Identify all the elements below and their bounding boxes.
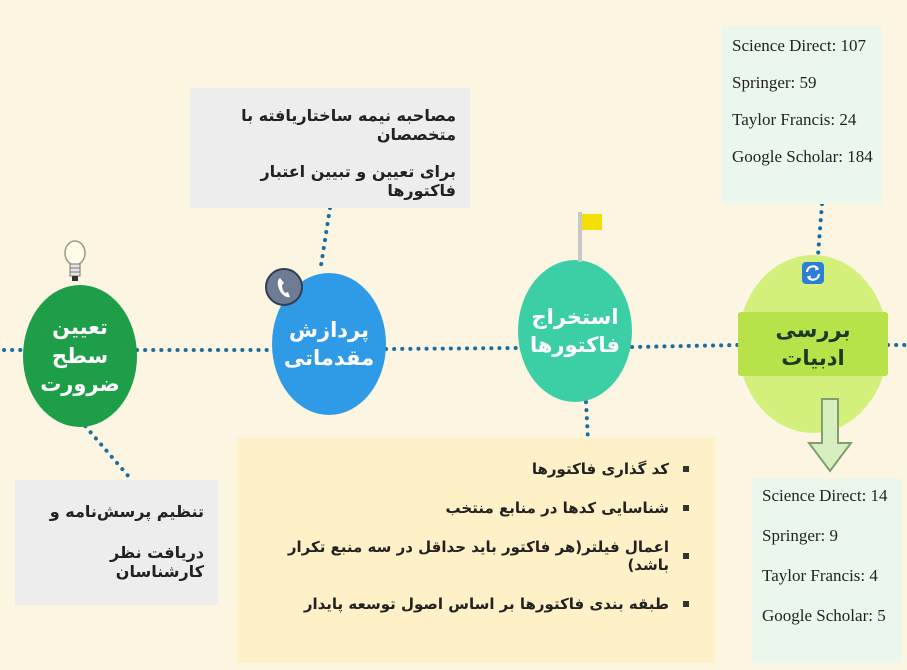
node-review[interactable]: بررسی ادبیات xyxy=(738,255,888,433)
steps-item-text: شناسایی کدها در منابع منتخب xyxy=(445,499,669,517)
connector-interview xyxy=(318,206,332,274)
steps-item-text: اعمال فیلتر(هر فاکتور باید حداقل در سه م… xyxy=(287,538,669,574)
arrow-down-icon xyxy=(807,398,853,473)
steps-item: طبقه بندی فاکتورها بر اساس اصول توسعه پا… xyxy=(247,595,689,613)
flag-icon xyxy=(578,212,602,262)
refresh-icon[interactable] xyxy=(802,262,824,284)
node-necessity[interactable]: تعیین سطح ضرورت xyxy=(23,285,137,427)
interview-box: مصاحبه نیمه ساختاریافته با متخصصان برای … xyxy=(190,88,470,208)
connector-steps xyxy=(584,400,590,442)
refs-bottom-item: Science Direct: 14 xyxy=(762,486,888,505)
steps-item: کد گذاری فاکتورها xyxy=(247,460,689,478)
node-preprocess-line1: پردازش xyxy=(289,317,369,342)
bullet-icon xyxy=(683,553,689,559)
node-necessity-line1: تعیین سطح xyxy=(51,315,109,368)
node-preprocess[interactable]: پردازش مقدماتی xyxy=(272,273,386,415)
interview-line2: برای تعیین و تبیین اعتبار فاکتورها xyxy=(260,162,456,200)
refs-top-item: Google Scholar: 184 xyxy=(732,147,873,166)
refs-top-item: Taylor Francis: 24 xyxy=(732,110,857,129)
connector-refs-top xyxy=(816,202,824,257)
lightbulb-icon xyxy=(64,240,86,281)
connector-preprocess-extract xyxy=(384,346,520,351)
node-extract[interactable]: استخراج فاکتورها xyxy=(518,260,632,402)
steps-item-text: کد گذاری فاکتورها xyxy=(531,460,669,478)
phone-glyph xyxy=(277,278,290,298)
bullet-icon xyxy=(683,601,689,607)
steps-item: شناسایی کدها در منابع منتخب xyxy=(247,499,689,517)
node-preprocess-line2: مقدماتی xyxy=(283,346,375,370)
refs-bottom-item: Google Scholar: 5 xyxy=(762,606,886,625)
refs-bottom-box: Science Direct: 14 Springer: 9 Taylor Fr… xyxy=(752,478,902,663)
bullet-icon xyxy=(683,505,689,511)
node-extract-line1: استخراج xyxy=(531,304,619,329)
interview-line1: مصاحبه نیمه ساختاریافته با متخصصان xyxy=(241,106,456,144)
node-necessity-line2: ضرورت xyxy=(40,372,120,397)
questionnaire-line1: تنظیم پرسش‌نامه و xyxy=(49,502,204,521)
connector-questionnaire xyxy=(78,418,132,480)
steps-item-text: طبقه بندی فاکتورها بر اساس اصول توسعه پا… xyxy=(303,595,669,613)
refs-bottom-item: Taylor Francis: 4 xyxy=(762,566,878,585)
steps-item: اعمال فیلتر(هر فاکتور باید حداقل در سه م… xyxy=(247,538,689,574)
refs-top-box: Science Direct: 107 Springer: 59 Taylor … xyxy=(722,26,882,204)
questionnaire-line2: دریافت نظر کارشناسان xyxy=(110,543,204,581)
phone-icon xyxy=(265,268,303,306)
refs-top-item: Springer: 59 xyxy=(732,73,817,92)
questionnaire-box: تنظیم پرسش‌نامه و دریافت نظر کارشناسان xyxy=(15,480,218,605)
steps-box: کد گذاری فاکتورها شناسایی کدها در منابع … xyxy=(237,438,715,663)
refs-bottom-item: Springer: 9 xyxy=(762,526,839,545)
refs-top-item: Science Direct: 107 xyxy=(732,36,867,55)
refresh-glyph xyxy=(805,265,821,281)
node-extract-line2: فاکتورها xyxy=(529,333,621,357)
node-review-label: بررسی ادبیات xyxy=(738,311,888,377)
connector-extract-review xyxy=(630,343,740,349)
bullet-icon xyxy=(683,466,689,472)
